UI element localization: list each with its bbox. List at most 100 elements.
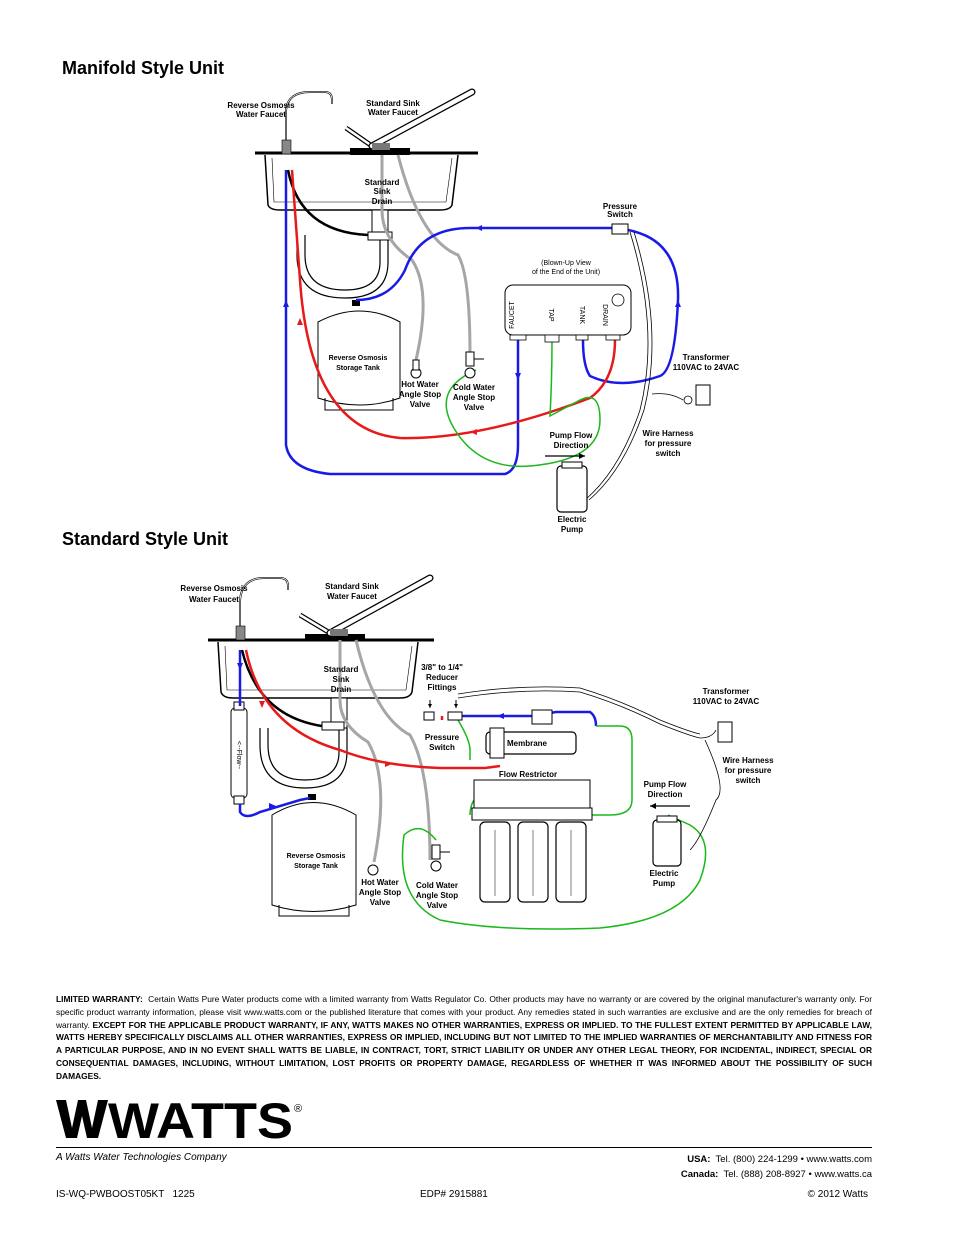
s-label-harness-2: for pressure bbox=[725, 766, 772, 775]
manifold-diagram: FAUCET TAP TANK DRAIN Reverse Osmosis Wa… bbox=[227, 88, 740, 534]
m-label-harness-2: for pressure bbox=[645, 439, 692, 448]
contact-block: USA: Tel. (800) 224-1299 • www.watts.com… bbox=[681, 1152, 872, 1182]
m-label-tank-2: Storage Tank bbox=[336, 365, 380, 372]
manifold-cold-valve-icon bbox=[464, 351, 484, 379]
s-label-flow-restrictor: Flow Restrictor bbox=[499, 770, 557, 779]
tagline: A Watts Water Technologies Company bbox=[56, 1152, 227, 1163]
m-label-sink-faucet-2: Water Faucet bbox=[368, 108, 418, 117]
warranty-body: Certain Watts Pure Water products come w… bbox=[56, 994, 873, 1030]
s-label-pumpflow: Pump Flow bbox=[644, 780, 687, 789]
s-label-pump: Electric bbox=[650, 869, 679, 878]
doc-id: IS-WQ-PWBOOST05KT 1225 bbox=[56, 1189, 195, 1200]
standard-transformer-icon bbox=[689, 721, 733, 851]
s-label-tank: Reverse Osmosis bbox=[287, 853, 346, 860]
manifold-sink-faucet-icon bbox=[344, 88, 476, 150]
svg-text:®: ® bbox=[294, 1103, 302, 1115]
s-label-sink-faucet: Standard Sink bbox=[325, 582, 379, 591]
s-label-cold: Cold Water bbox=[416, 881, 458, 890]
s-label-membrane: Membrane bbox=[507, 739, 548, 748]
s-label-transformer: Transformer bbox=[703, 687, 750, 696]
s-label-hot: Hot Water bbox=[361, 878, 398, 887]
standard-hot-valve-icon bbox=[367, 864, 379, 876]
port-tank-label: TANK bbox=[578, 306, 585, 324]
s-label-drain-3: Drain bbox=[331, 685, 352, 694]
m-label-blownup-2: of the End of the Unit) bbox=[532, 269, 600, 276]
standard-storage-tank-icon bbox=[271, 794, 357, 917]
manifold-flow-arrows bbox=[283, 225, 681, 380]
s-label-hot-3: Valve bbox=[370, 898, 391, 907]
m-label-harness: Wire Harness bbox=[642, 429, 694, 438]
edp-number: EDP# 2915881 bbox=[420, 1189, 488, 1200]
port-faucet-label: FAUCET bbox=[509, 300, 516, 328]
m-label-cold: Cold Water bbox=[453, 383, 495, 392]
copyright: © 2012 Watts bbox=[807, 1189, 868, 1200]
manifold-unit-end bbox=[504, 284, 632, 343]
s-label-cold-3: Valve bbox=[427, 901, 448, 910]
warranty-caps: EXCEPT FOR THE APPLICABLE PRODUCT WARRAN… bbox=[56, 1019, 872, 1081]
m-label-pumpflow-2: Direction bbox=[554, 441, 589, 450]
standard-filter-bank-icon bbox=[471, 779, 593, 903]
m-label-ro-faucet: Reverse Osmosis bbox=[227, 101, 295, 110]
usa-contact: Tel. (800) 224-1299 • www.watts.com bbox=[715, 1154, 872, 1165]
footer-rule bbox=[56, 1147, 872, 1148]
standard-cold-valve-icon bbox=[430, 844, 450, 872]
s-label-transformer-2: 110VAC to 24VAC bbox=[693, 697, 760, 706]
manifold-electric-pump-icon bbox=[545, 453, 588, 513]
s-label-reducer-3: Fittings bbox=[428, 683, 457, 692]
m-label-hot: Hot Water bbox=[401, 380, 438, 389]
s-label-cold-2: Angle Stop bbox=[416, 891, 458, 900]
canada-label: Canada: bbox=[680, 1169, 719, 1180]
manifold-title: Manifold Style Unit bbox=[62, 58, 224, 78]
m-label-cold-2: Angle Stop bbox=[453, 393, 495, 402]
s-label-ro-faucet-2: Water Faucet bbox=[189, 595, 239, 604]
s-label-harness-3: switch bbox=[736, 776, 761, 785]
m-label-pswitch: Pressure bbox=[603, 202, 638, 211]
s-label-ro-faucet: Reverse Osmosis bbox=[180, 584, 248, 593]
standard-title: Standard Style Unit bbox=[62, 529, 229, 549]
usa-label: USA: bbox=[687, 1154, 711, 1165]
s-label-sink-faucet-2: Water Faucet bbox=[327, 592, 377, 601]
warranty-lead: LIMITED WARRANTY: bbox=[56, 994, 143, 1004]
standard-diagram: <--Flow-- bbox=[180, 574, 774, 930]
s-label-pump-2: Pump bbox=[653, 879, 675, 888]
s-label-pswitch: Pressure bbox=[425, 733, 460, 742]
port-tap-label: TAP bbox=[547, 308, 554, 321]
s-label-harness: Wire Harness bbox=[722, 756, 774, 765]
s-label-pumpflow-2: Direction bbox=[648, 790, 683, 799]
m-label-drain-3: Drain bbox=[372, 197, 393, 206]
standard-sink bbox=[208, 634, 434, 699]
standard-reducer-fittings-icon bbox=[423, 700, 463, 721]
s-label-reducer-2: Reducer bbox=[426, 673, 458, 682]
s-label-hot-2: Angle Stop bbox=[359, 888, 401, 897]
watts-logo: WATTS ® bbox=[56, 1098, 302, 1140]
s-label-flow: <--Flow-- bbox=[235, 741, 242, 770]
standard-electric-pump-icon bbox=[650, 803, 690, 867]
m-label-harness-3: switch bbox=[656, 449, 681, 458]
m-label-pumpflow: Pump Flow bbox=[550, 431, 593, 440]
m-label-blownup: (Blown-Up View bbox=[541, 260, 592, 267]
s-label-drain: Standard bbox=[324, 665, 359, 674]
s-label-drain-2: Sink bbox=[333, 675, 350, 684]
s-label-pswitch-2: Switch bbox=[429, 743, 455, 752]
m-label-transformer-2: 110VAC to 24VAC bbox=[673, 363, 740, 372]
m-label-pump-2: Pump bbox=[561, 525, 583, 534]
m-label-sink-faucet: Standard Sink bbox=[366, 99, 420, 108]
manifold-ro-faucet-icon bbox=[281, 91, 333, 155]
manifold-pressure-switch-icon bbox=[611, 223, 629, 235]
s-label-tank-2: Storage Tank bbox=[294, 863, 338, 870]
m-label-cold-3: Valve bbox=[464, 403, 485, 412]
standard-drain-trap bbox=[259, 697, 348, 789]
m-label-drain-2: Sink bbox=[374, 187, 391, 196]
m-label-pswitch-2: Switch bbox=[607, 210, 633, 219]
canada-contact: Tel. (888) 208-8927 • www.watts.ca bbox=[723, 1169, 872, 1180]
s-label-reducer: 3/8" to 1/4" bbox=[421, 663, 463, 672]
manifold-drain-trap bbox=[296, 209, 389, 299]
logo-wordmark: WATTS bbox=[108, 1098, 293, 1140]
manifold-transformer-icon bbox=[651, 384, 711, 406]
m-label-drain: Standard bbox=[365, 178, 400, 187]
manifold-sink bbox=[255, 148, 478, 211]
m-label-ro-faucet-2: Water Faucet bbox=[236, 110, 286, 119]
m-label-pump: Electric bbox=[558, 515, 587, 524]
standard-ro-faucet-icon bbox=[235, 577, 289, 641]
standard-membrane-icon bbox=[485, 709, 577, 759]
